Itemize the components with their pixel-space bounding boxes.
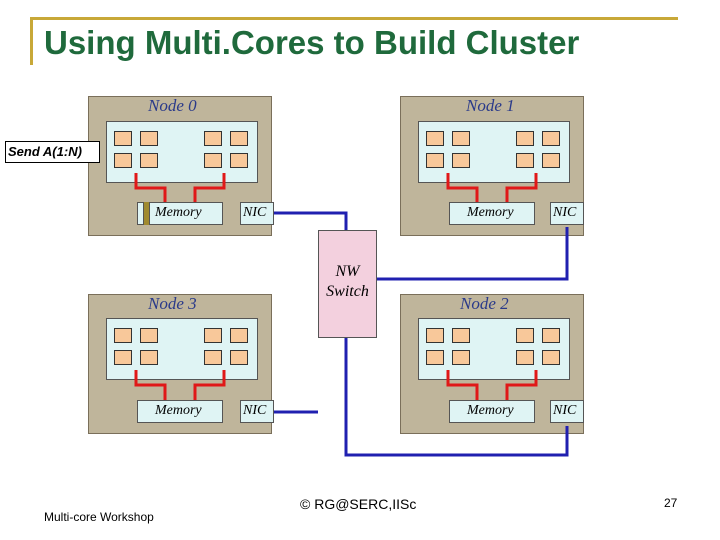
node-3-memory-label: Memory — [155, 403, 202, 418]
core — [452, 131, 470, 146]
node-0-label: Node 0 — [148, 96, 197, 115]
core — [542, 350, 560, 365]
core — [516, 153, 534, 168]
node-2-board — [418, 318, 570, 380]
core — [230, 328, 248, 343]
node-0-memory — [137, 202, 223, 225]
node-3-memory — [137, 400, 223, 423]
node-1-board — [418, 121, 570, 183]
core-memory-link — [505, 370, 538, 400]
core — [426, 153, 444, 168]
core-memory-link — [134, 173, 167, 202]
core — [230, 350, 248, 365]
node-2-label: Node 2 — [460, 294, 509, 313]
core-memory-link — [505, 173, 538, 202]
core — [452, 350, 470, 365]
nic-switch-link-node-1 — [377, 227, 569, 281]
core — [114, 131, 132, 146]
node-2-memory-label: Memory — [467, 403, 514, 418]
core — [426, 350, 444, 365]
core — [426, 131, 444, 146]
node-2-nic — [550, 400, 584, 423]
core — [542, 328, 560, 343]
core — [452, 153, 470, 168]
core — [230, 153, 248, 168]
switch-label-line1: NW — [335, 263, 360, 280]
node-0-nic — [240, 202, 274, 225]
nic-switch-link-node-0 — [274, 211, 348, 230]
node-1-nic-label: NIC — [553, 205, 577, 220]
core-memory-link — [193, 173, 226, 202]
core — [140, 328, 158, 343]
page-number: 27 — [664, 496, 678, 510]
footer-copyright: © RG@SERC,IISc — [300, 496, 417, 512]
core — [204, 131, 222, 146]
nic-switch-link-node-2 — [344, 338, 569, 457]
core — [452, 328, 470, 343]
memory-array-segment — [143, 202, 150, 225]
core-memory-link — [446, 370, 479, 400]
footer-workshop: Multi-core Workshop — [44, 510, 154, 524]
core — [204, 328, 222, 343]
core-memory-link — [193, 370, 226, 400]
network-switch — [318, 230, 377, 338]
node-1-label: Node 1 — [466, 96, 515, 115]
node-0-nic-label: NIC — [243, 205, 267, 220]
core — [204, 153, 222, 168]
node-3-nic-label: NIC — [243, 403, 267, 418]
core-memory-link — [134, 370, 167, 400]
core — [230, 131, 248, 146]
core — [140, 153, 158, 168]
core — [542, 153, 560, 168]
title-rule-vertical — [30, 17, 33, 65]
network-switch-label: NW Switch — [318, 262, 377, 302]
title-rule-horizontal — [30, 17, 678, 20]
node-1-memory-label: Memory — [467, 205, 514, 220]
node-3-nic — [240, 400, 274, 423]
core — [204, 350, 222, 365]
core — [140, 350, 158, 365]
core — [140, 131, 158, 146]
node-2-nic-label: NIC — [553, 403, 577, 418]
core — [516, 350, 534, 365]
page-title: Using Multi.Cores to Build Cluster — [44, 24, 580, 61]
core — [516, 328, 534, 343]
core — [542, 131, 560, 146]
node-1-nic — [550, 202, 584, 225]
send-annotation: Send A(1:N) — [5, 141, 100, 163]
core — [516, 131, 534, 146]
node-0-board — [106, 121, 258, 183]
node-0-memory-label: Memory — [155, 205, 202, 220]
core — [114, 153, 132, 168]
node-1-memory — [449, 202, 535, 225]
node-3-board — [106, 318, 258, 380]
core — [426, 328, 444, 343]
core-memory-link — [446, 173, 479, 202]
switch-label-line2: Switch — [326, 283, 369, 300]
core — [114, 328, 132, 343]
node-2-memory — [449, 400, 535, 423]
node-3-label: Node 3 — [148, 294, 197, 313]
core — [114, 350, 132, 365]
